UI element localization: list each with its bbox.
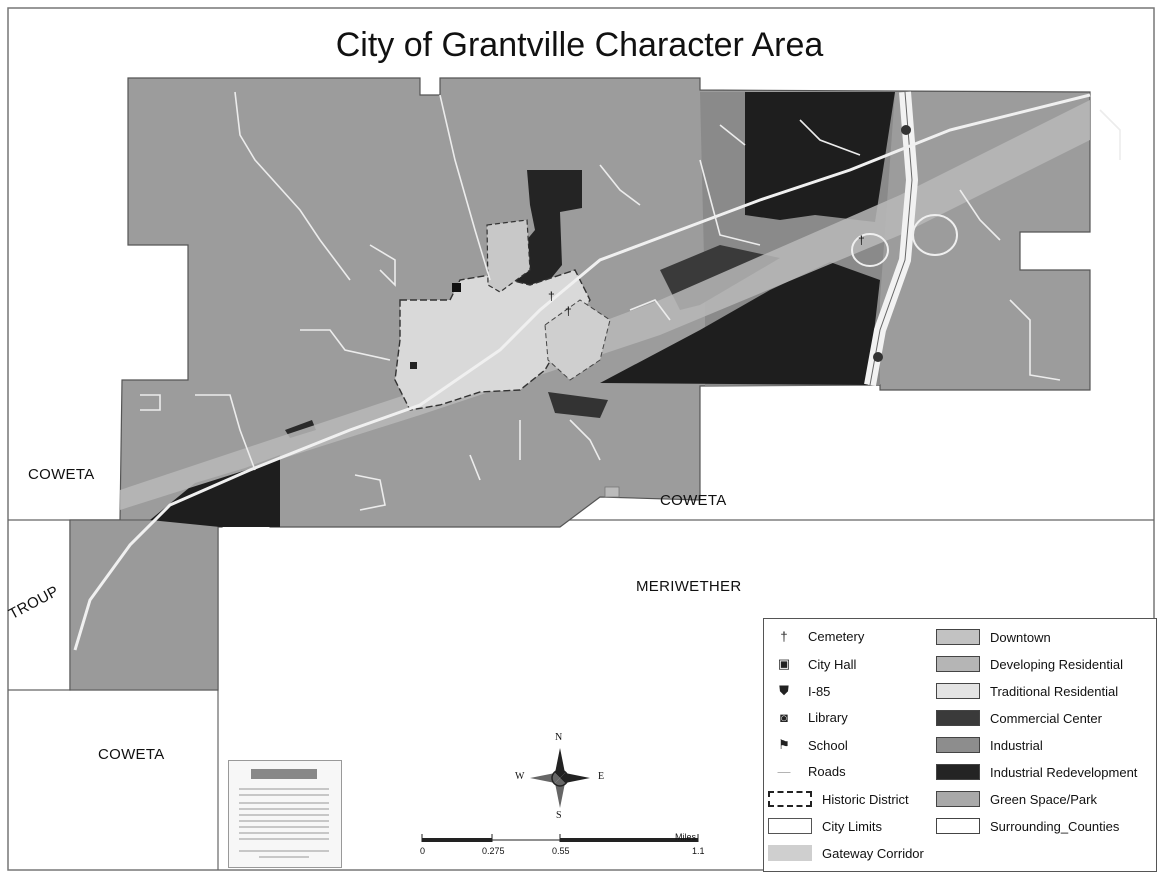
industrial-redevelopment-east	[600, 262, 880, 385]
scale-tick-0: 0	[420, 846, 426, 856]
legend-item-cemetery: †Cemetery	[774, 629, 864, 644]
legend-item-industrial: Industrial	[936, 737, 1043, 753]
svg-text:†: †	[858, 233, 865, 247]
industrial-swatch	[936, 737, 980, 753]
interstate-shield-icon-2	[873, 352, 883, 362]
city-hall-icon	[410, 362, 417, 369]
gateway-corridor-swatch	[768, 845, 812, 861]
legend-item-traditional-residential: Traditional Residential	[936, 683, 1118, 699]
disclaimer-block	[228, 760, 342, 868]
map-title: City of Grantville Character Area	[335, 26, 824, 64]
cemetery-icon: †	[780, 629, 788, 644]
legend-item-industrial-redevelopment: Industrial Redevelopment	[936, 764, 1137, 780]
green-space-swatch	[936, 791, 980, 807]
school-icon: ⚑	[778, 737, 790, 752]
scale-tick-1: 0.275	[482, 846, 505, 856]
county-label-meriwether: MERIWETHER	[636, 578, 742, 595]
legend-item-roads: ―Roads	[774, 764, 846, 779]
legend-item-i85: ⛊I-85	[774, 683, 830, 699]
county-label-coweta-center: COWETA	[660, 492, 727, 509]
legend-item-downtown: Downtown	[936, 629, 1051, 645]
city-limits-area-troup	[69, 519, 219, 691]
scale-bar: 0 0.275 0.55 1.1 Miles	[420, 832, 705, 860]
city-hall-icon: ▣	[777, 656, 791, 671]
surrounding-counties-swatch	[936, 818, 980, 834]
legend-item-green-space: Green Space/Park	[936, 791, 1097, 807]
compass-n: N	[555, 732, 563, 743]
interstate-shield-icon: ⛊	[779, 683, 789, 698]
downtown-area	[394, 269, 591, 411]
historic-district-west	[486, 219, 531, 293]
legend-item-city-hall: ▣City Hall	[774, 656, 857, 672]
historic-district-swatch	[768, 791, 812, 807]
traditional-residential-east	[544, 299, 611, 381]
cemetery-icon: † † †	[548, 233, 865, 318]
library-icon	[452, 283, 461, 292]
industrial-redevelopment-south	[150, 455, 280, 527]
compass-e: E	[598, 771, 605, 782]
interstate-shield-icon	[901, 125, 911, 135]
svg-text:†: †	[548, 289, 555, 303]
local-roads	[140, 91, 1121, 511]
gateway-corridor	[120, 100, 1090, 510]
commercial-center-swatch	[936, 710, 980, 726]
compass-s: S	[556, 810, 562, 821]
scale-bar-graphic	[421, 834, 699, 842]
scale-unit: Miles	[675, 832, 697, 842]
main-road	[73, 93, 1091, 651]
commercial-center-small	[548, 392, 608, 418]
city-limits-area	[69, 77, 1091, 691]
legend-item-commercial-center: Commercial Center	[936, 710, 1102, 726]
developing-residential-swatch	[936, 656, 980, 672]
disclaimer-fine-print	[239, 769, 329, 858]
legend-item-city-limits: City Limits	[768, 818, 882, 834]
traditional-residential-swatch	[936, 683, 980, 699]
industrial-redevelopment-north	[745, 92, 895, 222]
legend-item-library: ◙Library	[774, 710, 848, 725]
county-label-coweta-west: COWETA	[28, 466, 95, 483]
map-legend: †Cemetery ▣City Hall ⛊I-85 ◙Library ⚑Sch…	[763, 618, 1157, 872]
scale-tick-2: 0.55	[552, 846, 570, 856]
road-line-icon: ―	[777, 764, 791, 779]
road-marker	[604, 486, 620, 498]
legend-item-gateway-corridor: Gateway Corridor	[768, 845, 924, 861]
svg-text:†: †	[565, 304, 572, 318]
compass-w: W	[515, 771, 525, 782]
library-icon: ◙	[780, 710, 788, 725]
city-limits-swatch	[768, 818, 812, 834]
industrial-redevelopment-swatch	[936, 764, 980, 780]
legend-item-surrounding-counties: Surrounding_Counties	[936, 818, 1119, 834]
compass-rose-icon	[530, 748, 590, 808]
legend-item-school: ⚑School	[774, 737, 848, 753]
interchange	[851, 214, 958, 267]
downtown-swatch	[936, 629, 980, 645]
scale-tick-3: 1.1	[692, 846, 705, 856]
legend-item-developing-residential: Developing Residential	[936, 656, 1123, 672]
legend-item-historic-district: Historic District	[768, 791, 909, 807]
county-label-coweta-south: COWETA	[98, 746, 165, 763]
map-frame	[7, 7, 1155, 871]
north-arrow: N S W E	[515, 732, 604, 821]
